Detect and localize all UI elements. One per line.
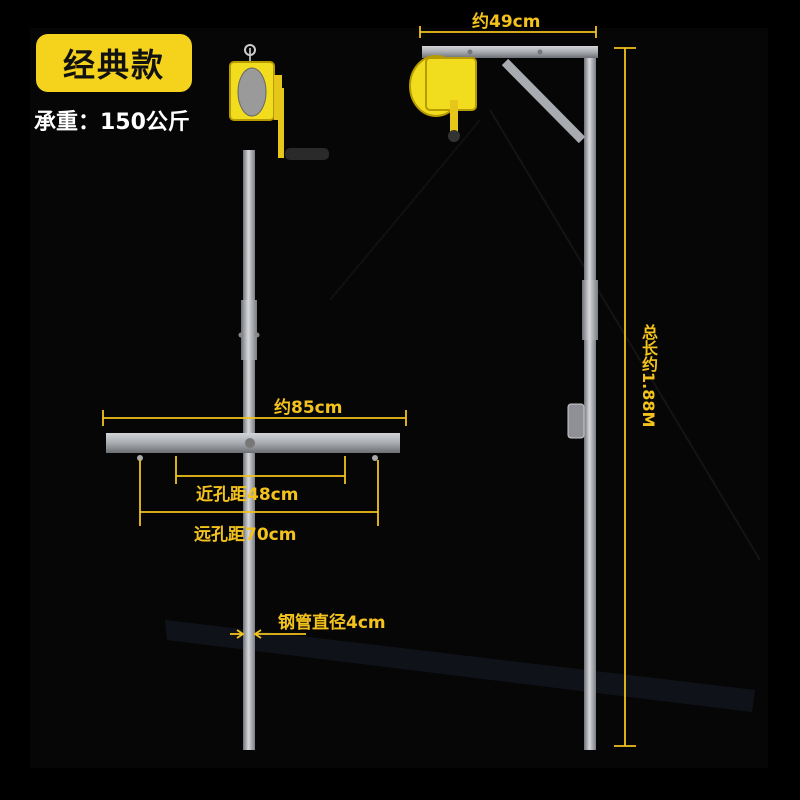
winch-right bbox=[409, 55, 477, 142]
crane-brace bbox=[501, 58, 586, 144]
near-hole-distance-label: 近孔距48cm bbox=[196, 485, 299, 505]
pole-sleeve bbox=[241, 300, 257, 360]
crane-clamp bbox=[567, 403, 585, 439]
right-crane-assembly bbox=[409, 46, 598, 750]
winch-left bbox=[229, 44, 329, 160]
load-capacity-label: 承重：150公斤 bbox=[34, 110, 190, 135]
product-photo-background bbox=[30, 28, 768, 768]
model-badge: 经典款 bbox=[36, 34, 192, 92]
top-width-label: 约49cm bbox=[472, 12, 541, 32]
crane-pole bbox=[584, 52, 596, 750]
far-hole-distance-label: 远孔距70cm bbox=[194, 525, 297, 545]
total-length-label: 总长约1.88M bbox=[639, 324, 658, 428]
crane-arm bbox=[422, 46, 598, 58]
dimension-lines bbox=[102, 26, 636, 747]
crane-sleeve bbox=[582, 280, 598, 340]
bar-length-label: 约85cm bbox=[274, 398, 343, 418]
pipe-diameter-label: 钢管直径4cm bbox=[278, 613, 386, 633]
bar-bolt bbox=[245, 438, 255, 448]
left-pole-assembly bbox=[106, 44, 400, 750]
